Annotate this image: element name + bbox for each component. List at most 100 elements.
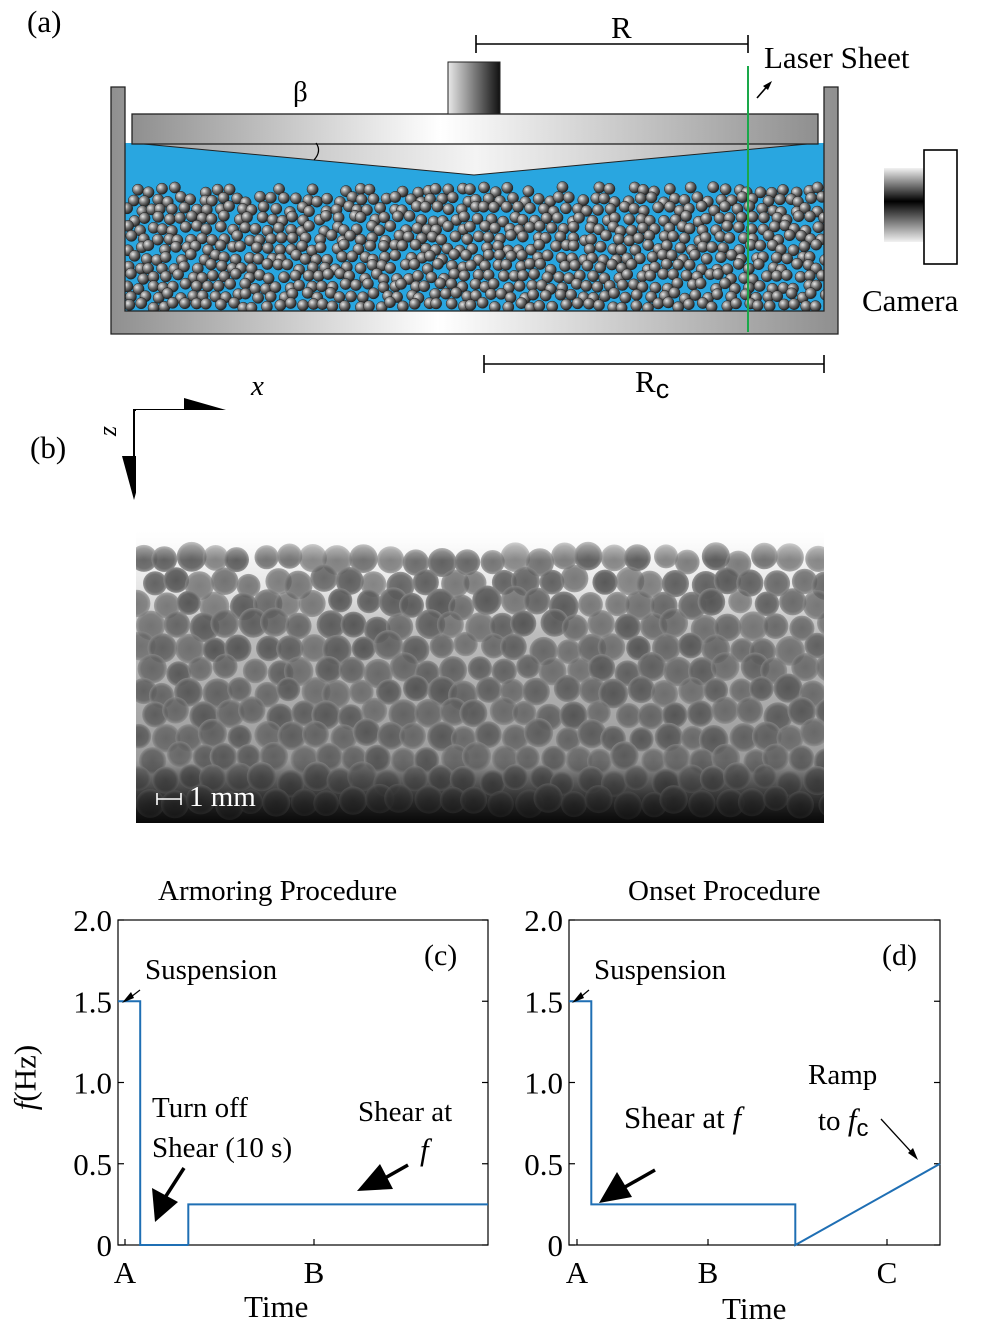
bead xyxy=(228,296,240,309)
bead xyxy=(592,204,604,216)
bead xyxy=(587,270,599,282)
photo-bead xyxy=(539,569,565,595)
bead xyxy=(316,298,329,310)
bead-photo xyxy=(136,410,824,823)
chart-d-ramp-2: to fc xyxy=(818,1102,869,1142)
bead xyxy=(355,193,368,206)
bead xyxy=(665,249,678,262)
bead xyxy=(464,299,477,311)
photo-bead xyxy=(328,588,353,613)
bead xyxy=(534,258,547,270)
bead xyxy=(256,211,269,224)
bead xyxy=(224,278,237,290)
bead xyxy=(812,221,824,234)
photo-bead xyxy=(491,658,517,684)
bead xyxy=(254,190,266,203)
bead xyxy=(498,270,510,282)
beta-angle-arc xyxy=(313,142,320,161)
bead xyxy=(523,221,536,234)
bead xyxy=(409,238,422,251)
photo-bead xyxy=(629,727,654,752)
bead xyxy=(338,300,351,311)
photo-bead xyxy=(802,590,824,620)
photo-bead xyxy=(276,677,301,702)
bead xyxy=(138,212,151,224)
bead xyxy=(239,287,252,300)
bead xyxy=(322,268,334,280)
photo-bead xyxy=(710,652,740,681)
bead xyxy=(212,280,225,292)
bead xyxy=(442,220,454,233)
photo-bead xyxy=(577,719,607,749)
bead xyxy=(229,267,242,280)
bead xyxy=(252,291,264,304)
photo-bead xyxy=(815,654,824,681)
bead xyxy=(391,210,404,223)
bead xyxy=(533,220,546,232)
photo-bead xyxy=(481,633,507,659)
photo-bead xyxy=(143,571,168,596)
photo-bead xyxy=(356,589,381,614)
bead xyxy=(743,200,756,213)
bead xyxy=(577,194,590,206)
photo-bead xyxy=(276,635,304,663)
photo-bead xyxy=(754,591,780,617)
bead xyxy=(432,258,444,270)
photo-bead xyxy=(799,718,824,747)
bead xyxy=(688,249,701,261)
bead xyxy=(770,251,783,264)
bead xyxy=(479,220,492,232)
photo-bead xyxy=(315,656,342,683)
bead xyxy=(621,268,634,281)
bead xyxy=(445,297,458,310)
bead xyxy=(128,249,141,262)
bead xyxy=(792,210,805,223)
R-dimension xyxy=(475,35,749,53)
photo-bead xyxy=(302,720,329,748)
bead xyxy=(350,279,362,291)
bead xyxy=(297,299,309,311)
bead xyxy=(550,240,562,252)
photo-bead xyxy=(373,630,404,660)
photo-bead xyxy=(242,658,268,684)
bead xyxy=(464,183,476,196)
y-tick-label: 0.5 xyxy=(524,1147,563,1182)
bead xyxy=(395,278,407,290)
photo-bead xyxy=(436,611,464,639)
photo-bead xyxy=(500,633,527,661)
bead xyxy=(533,300,546,311)
bead xyxy=(151,233,164,246)
photo-bead xyxy=(389,652,420,682)
photo-bead xyxy=(475,676,502,703)
bead xyxy=(805,192,817,204)
bead xyxy=(721,220,734,232)
bead xyxy=(565,288,577,301)
bead xyxy=(758,211,770,224)
bead xyxy=(211,183,224,196)
bead xyxy=(712,268,724,280)
bead xyxy=(362,277,374,290)
bead xyxy=(166,203,178,215)
bead xyxy=(378,211,391,224)
bead xyxy=(430,297,442,310)
bead xyxy=(523,257,536,270)
chart-d-suspension: Suspension xyxy=(594,954,727,986)
bead xyxy=(367,193,380,205)
bead xyxy=(683,222,696,235)
photo-bead xyxy=(728,589,753,614)
bead xyxy=(707,181,720,194)
bead xyxy=(695,200,708,213)
bead xyxy=(367,287,380,300)
bead xyxy=(646,251,659,263)
bead xyxy=(551,211,564,224)
bead xyxy=(169,181,181,194)
bead xyxy=(431,200,444,213)
bead xyxy=(346,250,359,263)
bead xyxy=(214,239,227,252)
chart-c-tag: (c) xyxy=(424,939,458,972)
bead xyxy=(652,297,665,310)
bead xyxy=(751,299,764,311)
bead xyxy=(223,200,235,213)
